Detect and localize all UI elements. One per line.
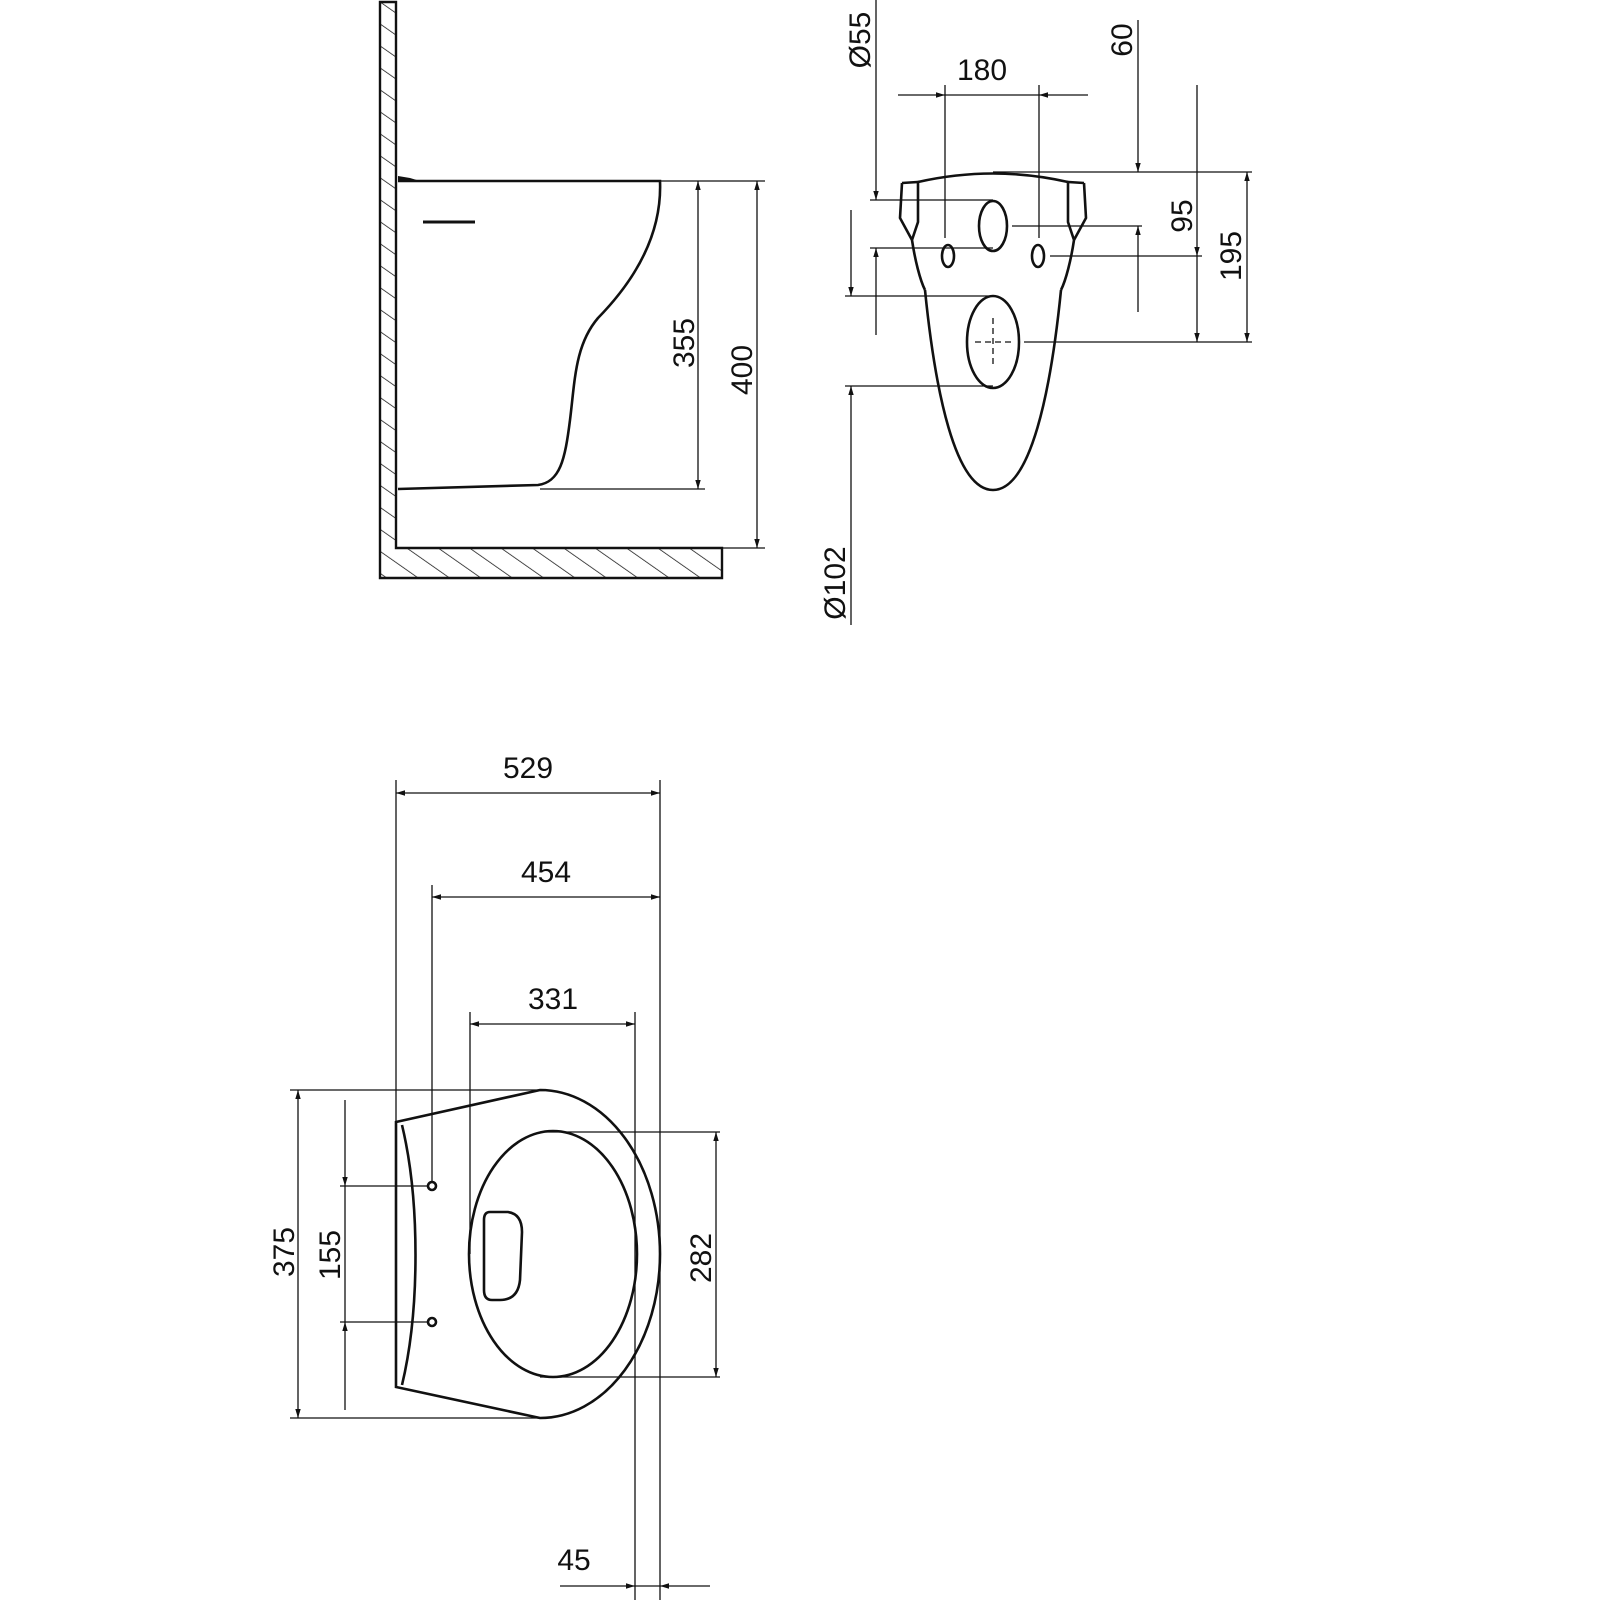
dimension-label-45: 45 <box>557 1544 590 1577</box>
dimension-label-375: 375 <box>268 1227 301 1277</box>
wall-bracket <box>398 176 420 181</box>
dimension-label-195: 195 <box>1215 231 1248 281</box>
dimension-label-155: 155 <box>314 1230 347 1280</box>
dimension-label-529: 529 <box>503 752 553 785</box>
bowl-outlet <box>482 1210 524 1302</box>
bolt-hole-bottom <box>426 1316 438 1328</box>
toilet-top-outline <box>394 1088 662 1420</box>
bolt-hole-top <box>426 1180 438 1192</box>
dimension-label-355: 355 <box>668 318 701 368</box>
bolt-hole-right <box>1030 243 1046 269</box>
dimension-label-60: 60 <box>1106 23 1139 56</box>
bowl-opening <box>467 1129 639 1379</box>
waste-hole-small <box>977 199 1009 253</box>
dimension-label-180: 180 <box>957 54 1007 87</box>
dimension-label-400: 400 <box>726 345 759 395</box>
top-view: 529 454 331 375 155 282 45 <box>268 752 720 1600</box>
dimension-label-331: 331 <box>528 983 578 1016</box>
dimension-label-55: Ø55 <box>844 12 877 69</box>
dimension-label-282: 282 <box>685 1233 718 1283</box>
toilet-side-outline <box>397 179 662 491</box>
dimension-label-102: Ø102 <box>819 546 852 619</box>
toilet-rear-outline <box>917 172 1069 492</box>
dimension-label-454: 454 <box>521 856 571 889</box>
rear-view: 180 Ø55 60 95 195 Ø102 <box>819 0 1252 625</box>
bolt-hole-left <box>940 243 956 269</box>
side-view: 355 400 <box>378 0 765 580</box>
wall-section <box>378 0 724 580</box>
dimension-label-95: 95 <box>1166 199 1199 232</box>
